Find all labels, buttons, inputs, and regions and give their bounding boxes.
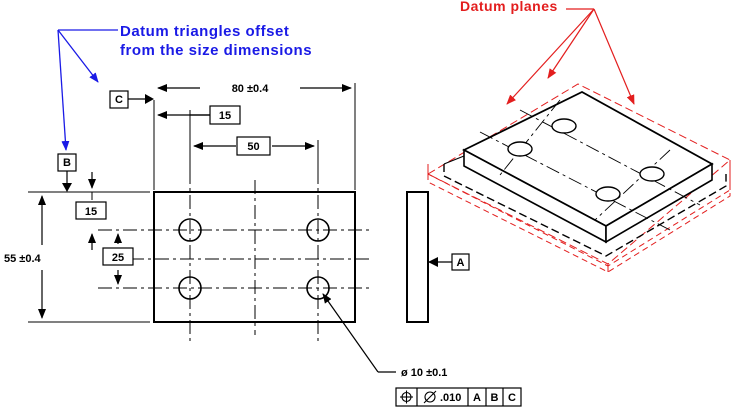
fcf-datum-3: C <box>508 392 516 404</box>
top-dimensions <box>153 83 356 190</box>
fcf-tolerance: .010 <box>440 392 461 404</box>
dimension-hole-diameter: ø 10 ±0.1 <box>401 367 447 379</box>
datum-plane-outlines <box>426 83 731 273</box>
datum-c: C <box>109 90 154 109</box>
fcf-datum-1: A <box>473 392 481 404</box>
feature-control-frame: .010 A B C <box>395 387 522 407</box>
datum-label-b: B <box>63 157 71 169</box>
fcf-datum-2: B <box>491 392 499 404</box>
datum-triangle-b <box>62 183 72 192</box>
dimension-hole-y-spacing: 25 <box>112 252 124 264</box>
left-dimensions <box>28 172 150 323</box>
hole <box>178 276 202 300</box>
hole <box>306 218 330 242</box>
hole <box>507 141 533 157</box>
datum-offset-note: Datum triangles offset from the size dim… <box>57 23 312 151</box>
dimension-hole-y-offset: 15 <box>85 206 97 218</box>
dim-box-hole-x-spacing <box>236 136 271 156</box>
center-lines <box>98 170 372 345</box>
holes <box>178 218 330 300</box>
hole <box>595 186 621 202</box>
datum-triangle-c <box>145 94 154 104</box>
isometric-view <box>426 83 731 273</box>
datum-triangle-a <box>428 257 438 267</box>
position-icon <box>400 390 413 404</box>
datum-label-a: A <box>457 257 465 269</box>
leader-arrow-to-c <box>57 29 99 83</box>
datum-offset-note-line2: from the size dimensions <box>120 42 312 59</box>
hole <box>639 166 665 182</box>
hole <box>551 118 577 134</box>
datum-label-c: C <box>115 94 123 106</box>
datum-b: B <box>57 153 77 192</box>
datum-offset-note-line1: Datum triangles offset <box>120 23 289 40</box>
dimension-height: 55 ±0.4 <box>4 253 42 265</box>
hole <box>306 276 330 300</box>
hole-diameter-callout: ø 10 ±0.1 <box>322 293 447 379</box>
diameter-icon <box>423 390 437 404</box>
plate-3d <box>443 90 727 257</box>
dim-box-hole-y-offset <box>75 201 107 220</box>
hole <box>178 218 202 242</box>
datum-planes-note: Datum planes <box>460 0 635 105</box>
dimension-width: 80 ±0.4 <box>232 83 270 95</box>
datum-box-a <box>451 253 470 271</box>
leader-arrow-to-b <box>57 29 70 151</box>
dim-box-hole-x-offset <box>209 105 241 125</box>
datum-planes-label: Datum planes <box>460 0 558 14</box>
dimension-hole-x-spacing: 50 <box>247 141 259 153</box>
dimension-hole-x-offset: 15 <box>219 110 231 122</box>
plate-front-view <box>98 170 372 345</box>
dim-box-hole-y-spacing <box>102 247 134 266</box>
plate-side-view: A <box>406 191 470 323</box>
